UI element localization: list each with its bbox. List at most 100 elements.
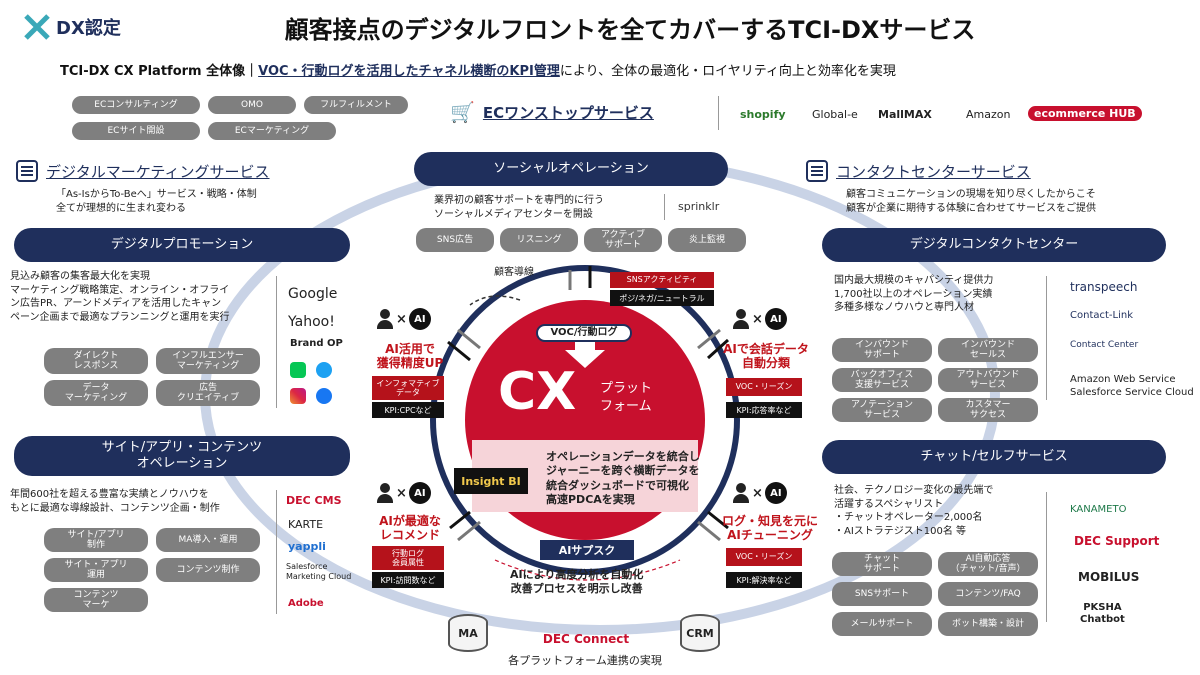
document-icon	[806, 160, 828, 182]
dcc-pill: バックオフィス 支援サービス	[832, 368, 932, 392]
promotion-banner: デジタルプロモーション	[14, 228, 350, 262]
subtitle: TCI-DX CX Platform 全体像｜VOC・行動ログを活用したチャネル…	[60, 60, 1160, 79]
instagram-icon	[290, 388, 306, 404]
promotion-pill: 広告 クリエイティブ	[156, 380, 260, 406]
chat-pill: チャット サポート	[832, 552, 932, 576]
ai-data-box: インフォマティブ データ	[372, 376, 444, 400]
twitter-icon	[316, 362, 332, 378]
salesforce-mc-logo: Salesforce Marketing Cloud	[286, 562, 352, 581]
insight-bi-badge: Insight BI	[454, 468, 528, 494]
chat-pill: SNSサポート	[832, 582, 932, 606]
chat-pill: コンテンツ/FAQ	[938, 582, 1038, 606]
ai-dashed-arc	[494, 559, 681, 581]
ai-person-block: ×AI	[732, 308, 787, 330]
promotion-pill: インフルエンサー マーケティング	[156, 348, 260, 374]
ai-icon: AI	[764, 482, 787, 504]
bottom-caption: 各プラットフォーム連携の実現	[508, 654, 662, 667]
ec-pill: ECコンサルティング	[72, 96, 200, 114]
ec-heading: 🛒 ECワンストップサービス	[450, 100, 654, 124]
ai-data-box: VOC・リーズン	[726, 378, 802, 396]
ai-person-block: ×AI	[376, 482, 431, 504]
times-sign: ×	[396, 311, 407, 327]
dec-cms-logo: DEC CMS	[286, 494, 342, 507]
dx-logo-icon	[24, 14, 50, 40]
sns-activity-box: SNSアクティビティ	[610, 272, 714, 288]
page-title: 顧客接点のデジタルフロントを全てカバーするTCI-DXサービス	[284, 16, 976, 44]
person-icon	[732, 309, 750, 329]
chat-divider	[1046, 492, 1047, 622]
social-divider	[664, 194, 665, 220]
social-pill: SNS広告	[416, 228, 494, 252]
site-ops-divider	[276, 490, 277, 614]
promotion-divider	[276, 276, 277, 408]
sprinklr-logo: sprinklr	[678, 200, 720, 213]
contact-center-title: コンタクトセンターサービス	[836, 162, 1031, 181]
contact-center-logo: Contact Center	[1070, 340, 1139, 350]
ai-icon: AI	[408, 482, 431, 504]
karte-logo: KARTE	[288, 518, 324, 531]
chat-pill: AI自動応答 （チャット/音声）	[938, 552, 1038, 576]
ec-pill: ECマーケティング	[208, 122, 336, 140]
ec-divider	[718, 96, 719, 130]
subtitle-suffix: により、全体の最適化・ロイヤリティ向上と効率化を実現	[559, 64, 896, 79]
contact-center-desc: 顧客コミュニケーションの現場を知り尽くしたからこそ 顧客が企業に期待する体験に合…	[846, 189, 1096, 214]
ec-pill: OMO	[208, 96, 296, 114]
sns-activity-sub: ポジ/ネガ/ニュートラル	[610, 290, 714, 306]
digital-marketing-title: デジタルマーケティングサービス	[46, 162, 270, 181]
ops-text: オペレーションデータを統合し ジャーニーを跨ぐ横断データを 統合ダッシュボードで…	[546, 450, 700, 506]
transpeech-logo: transpeech	[1070, 280, 1138, 294]
chat-banner: チャット/セルフサービス	[822, 440, 1166, 474]
document-icon	[16, 160, 38, 182]
dcc-pill: インバウンド セールス	[938, 338, 1038, 362]
site-ops-pill: コンテンツ マーケ	[44, 588, 148, 612]
ecommerce-hub-logo: ecommerce HUB	[1028, 106, 1142, 121]
ai-person-block: ×AI	[376, 308, 431, 330]
dx-logo-text: DX認定	[56, 18, 121, 39]
ai-icon: AI	[408, 308, 431, 330]
times-sign: ×	[752, 311, 763, 327]
dcc-pill: インバウンド サポート	[832, 338, 932, 362]
amazon-logo: Amazon	[966, 108, 1011, 121]
social-pill: アクティブ サポート	[584, 228, 662, 252]
ai-suite-badge: AIサプスク	[540, 540, 634, 560]
site-ops-pill: サイト/アプリ 制作	[44, 528, 148, 552]
cx-label: CX	[498, 362, 577, 422]
digital-marketing-heading: デジタルマーケティングサービス	[16, 160, 270, 182]
dcc-desc: 国内最大規模のキャパシティ提供力 1,700社以上のオペレーション実績 多種多様…	[834, 275, 994, 313]
ai-kpi-box: KPI:訪問数など	[372, 572, 444, 588]
ai-bottom-text: AIにより高度分析を自動化 改善プロセスを明示し改善	[510, 568, 644, 596]
dec-connect-logo: DEC Connect	[542, 632, 630, 646]
ai-data-box: VOC・リーズン	[726, 548, 802, 566]
ma-database-icon: MA	[448, 614, 488, 652]
ai-person-block: ×AI	[732, 482, 787, 504]
social-pill: 炎上監視	[668, 228, 746, 252]
shopify-logo: shopify	[740, 108, 786, 121]
dec-support-logo: DEC Support	[1074, 534, 1160, 548]
ai-kpi-box: KPI:CPCなど	[372, 402, 444, 418]
chat-pill: メールサポート	[832, 612, 932, 636]
promotion-pill: ダイレクト レスポンス	[44, 348, 148, 374]
ai-label: AIが最適な レコメンド	[379, 514, 441, 543]
social-desc: 業界初の顧客サポートを専門的に行う ソーシャルメディアセンターを開設	[434, 195, 604, 220]
ai-icon: AI	[764, 308, 787, 330]
ec-pill: ECサイト開設	[72, 122, 200, 140]
crm-database-icon: CRM	[680, 614, 720, 652]
globale-logo: Global-e	[812, 108, 858, 121]
ec-pill: フルフィルメント	[304, 96, 408, 114]
dx-logo: DX認定	[24, 14, 121, 40]
ai-label: ログ・知見を元に AIチューニング	[721, 514, 818, 543]
site-ops-desc: 年間600社を超える豊富な実績とノウハウを もとに最適な導線設計、コンテンツ企画…	[10, 489, 220, 514]
navy-ring	[430, 265, 740, 575]
line-icon	[290, 362, 306, 378]
ec-title: ECワンストップサービス	[482, 103, 654, 122]
subtitle-highlight: VOC・行動ログを活用したチャネル横断のKPI管理	[258, 64, 560, 79]
dcc-pill: カスタマー サクセス	[938, 398, 1038, 422]
voc-box: VOC/行動ログ	[536, 324, 632, 342]
site-ops-banner: サイト/アプリ・コンテンツ オペレーション	[14, 436, 350, 476]
chat-desc: 社会、テクノロジー変化の最先端で 活躍するスペシャリスト ・チャットオペレーター…	[834, 485, 994, 537]
ai-kpi-box: KPI:応答率など	[726, 402, 802, 418]
ai-label: AI活用で 獲得精度UP	[376, 342, 444, 371]
promotion-desc: 見込み顧客の集客最大化を実現 マーケティング戦略策定、オンライン・オフライ ン広…	[10, 271, 230, 323]
yahoo-logo: Yahoo!	[288, 314, 335, 330]
facebook-icon	[316, 388, 332, 404]
